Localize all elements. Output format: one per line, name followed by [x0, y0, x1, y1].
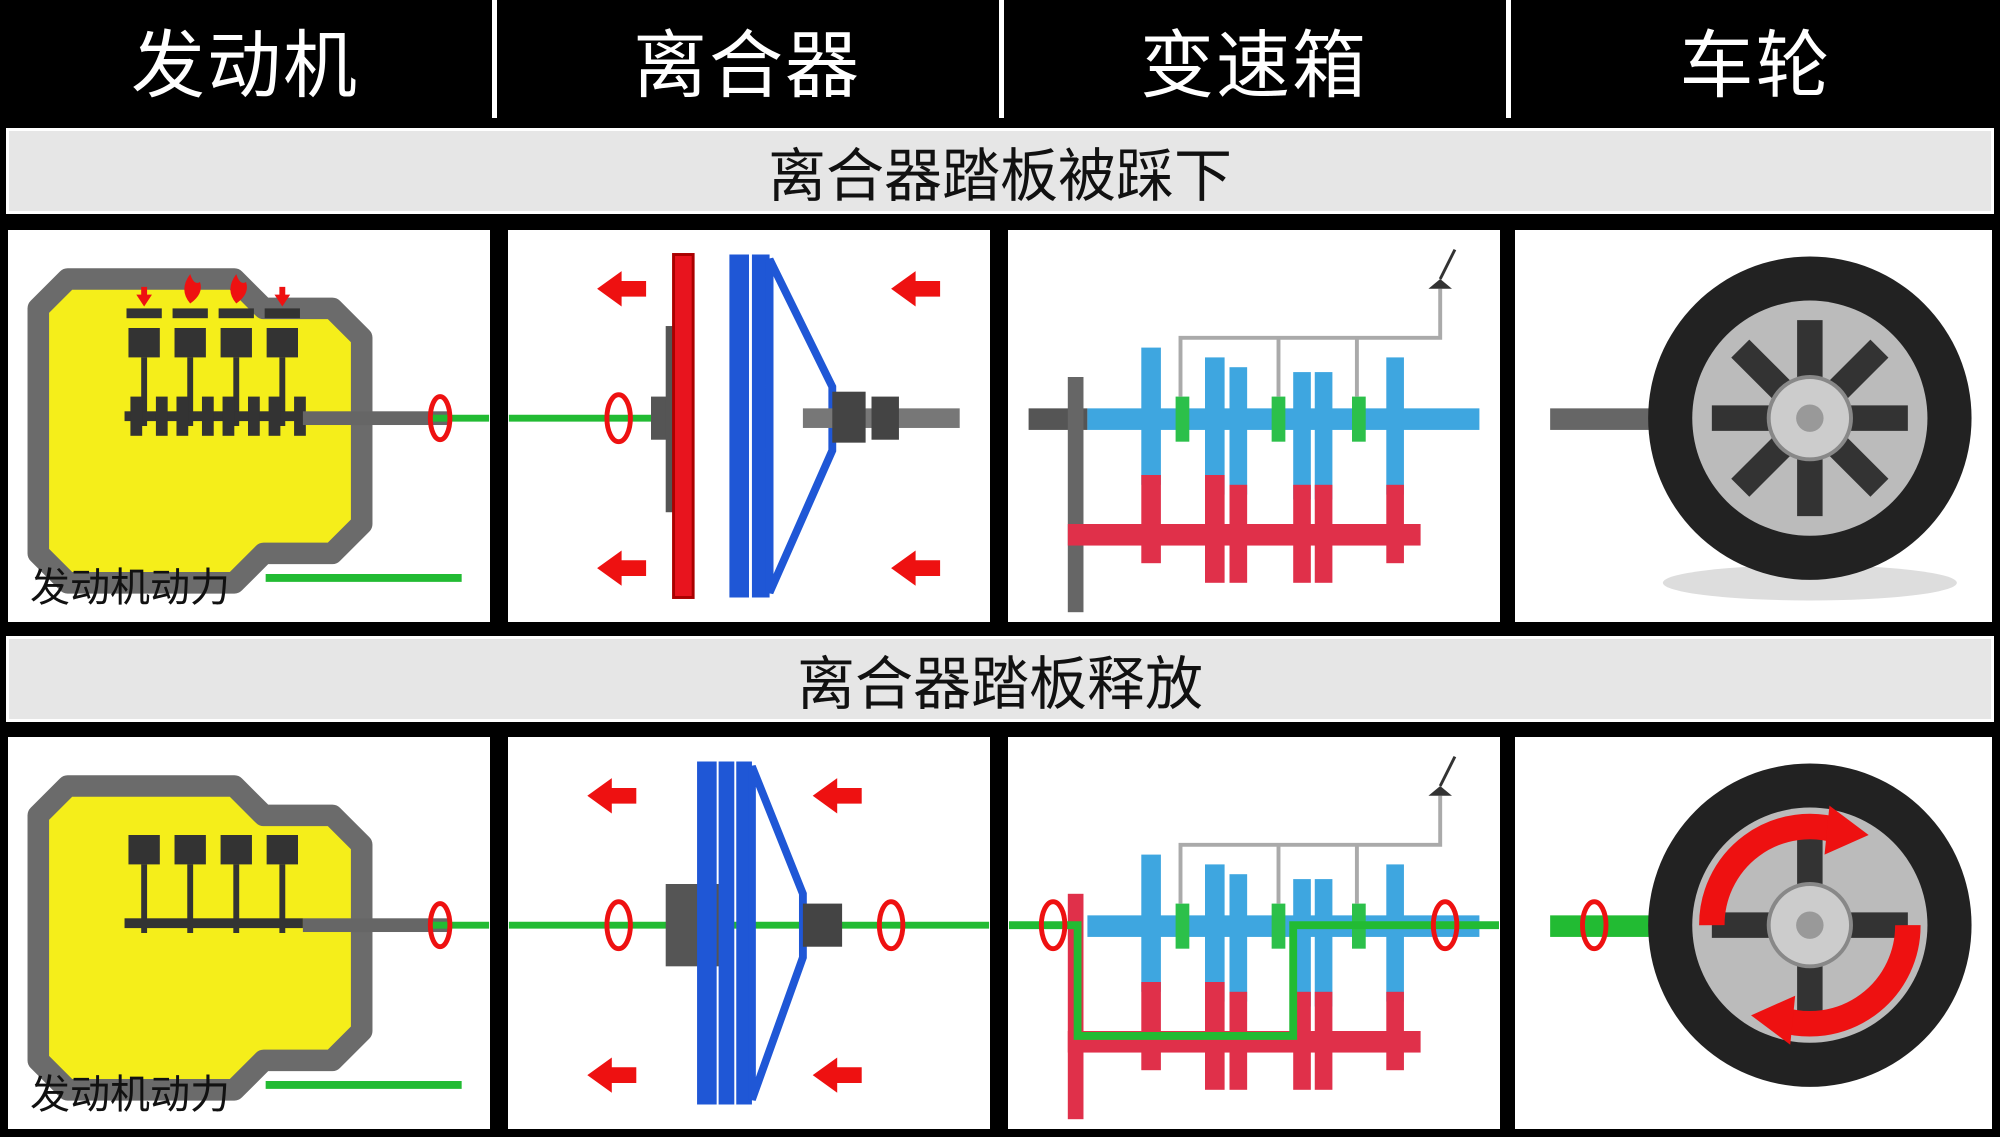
arrow-left-icon — [597, 271, 647, 307]
engine-diagram — [27, 268, 490, 594]
header-gearbox-label: 变速箱 — [1140, 22, 1368, 109]
arrow-left-icon — [812, 778, 862, 814]
engine-power-label: 发动机动力 — [30, 1072, 230, 1118]
panel-engine-pressed: 发动机动力 — [4, 226, 494, 626]
header-clutch-label: 离合器 — [633, 22, 861, 109]
panel-clutch-released — [504, 733, 994, 1133]
clutch-disengaged-diagram — [508, 253, 960, 599]
header-engine-label: 发动机 — [131, 22, 359, 109]
header-clutch: 离合器 — [497, 0, 997, 118]
arrow-left-icon — [812, 1057, 862, 1093]
arrow-right-icon — [587, 778, 637, 814]
wheel-rotating-diagram — [1550, 763, 1972, 1087]
row-title-pressed-label: 离合器踏板被踩下 — [767, 142, 1232, 210]
panel-wheel-released — [1511, 733, 1996, 1133]
header-wheel-label: 车轮 — [1679, 22, 1832, 109]
row-title-released-label: 离合器踏板释放 — [796, 650, 1203, 718]
panel-gearbox-pressed — [1004, 226, 1504, 626]
engine-diagram — [27, 775, 490, 1101]
header-engine: 发动机 — [0, 0, 490, 118]
engine-power-label: 发动机动力 — [30, 565, 230, 611]
panel-gearbox-released — [1004, 733, 1504, 1133]
gearbox-neutral-diagram — [1028, 248, 1480, 613]
row-title-released: 离合器踏板释放 — [6, 636, 1994, 722]
arrow-right-icon — [891, 550, 941, 586]
panel-engine-released: 发动机动力 — [4, 733, 494, 1133]
header-divider — [492, 0, 497, 118]
arrow-left-icon — [597, 550, 647, 586]
header-divider — [1506, 0, 1511, 118]
rotation-arrow-icon — [1699, 813, 1844, 926]
header-divider — [999, 0, 1004, 118]
clutch-engaged-diagram — [508, 761, 990, 1105]
header-gearbox: 变速箱 — [1004, 0, 1504, 118]
arrow-right-icon — [587, 1057, 637, 1093]
wheel-stationary-diagram — [1550, 256, 1972, 601]
row-title-pressed: 离合器踏板被踩下 — [6, 128, 1994, 214]
header-wheel: 车轮 — [1511, 0, 2000, 118]
panel-wheel-pressed — [1511, 226, 1996, 626]
panel-clutch-pressed — [504, 226, 994, 626]
arrow-right-icon — [891, 271, 941, 307]
gearbox-engaged-diagram — [1009, 755, 1499, 1120]
rotation-arrow-icon — [1776, 924, 1921, 1037]
